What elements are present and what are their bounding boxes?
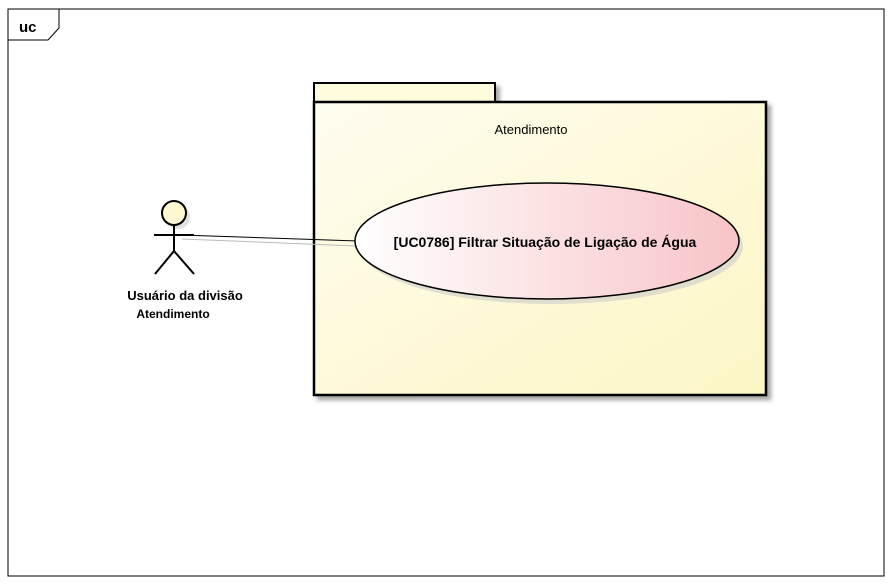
association-line [179,234,359,242]
actor-left-leg [154,250,175,275]
frame-label-tab [7,8,60,41]
actor-head [161,200,187,226]
actor-right-leg [173,250,195,275]
use-case-ellipse [354,182,740,300]
actor-name-line2: Atendimento [136,307,209,321]
use-case-label: [UC0786] Filtrar Situação de Ligação de … [394,234,697,250]
package-name: Atendimento [495,122,568,137]
package-tab [313,82,496,103]
frame-label: uc [19,19,37,36]
actor-usuario[interactable] [154,200,195,275]
association-line-shadow [181,238,357,247]
use-case-uc0786[interactable]: [UC0786] Filtrar Situação de Ligação de … [354,182,743,304]
actor-name-line1: Usuário da divisão [127,288,243,303]
